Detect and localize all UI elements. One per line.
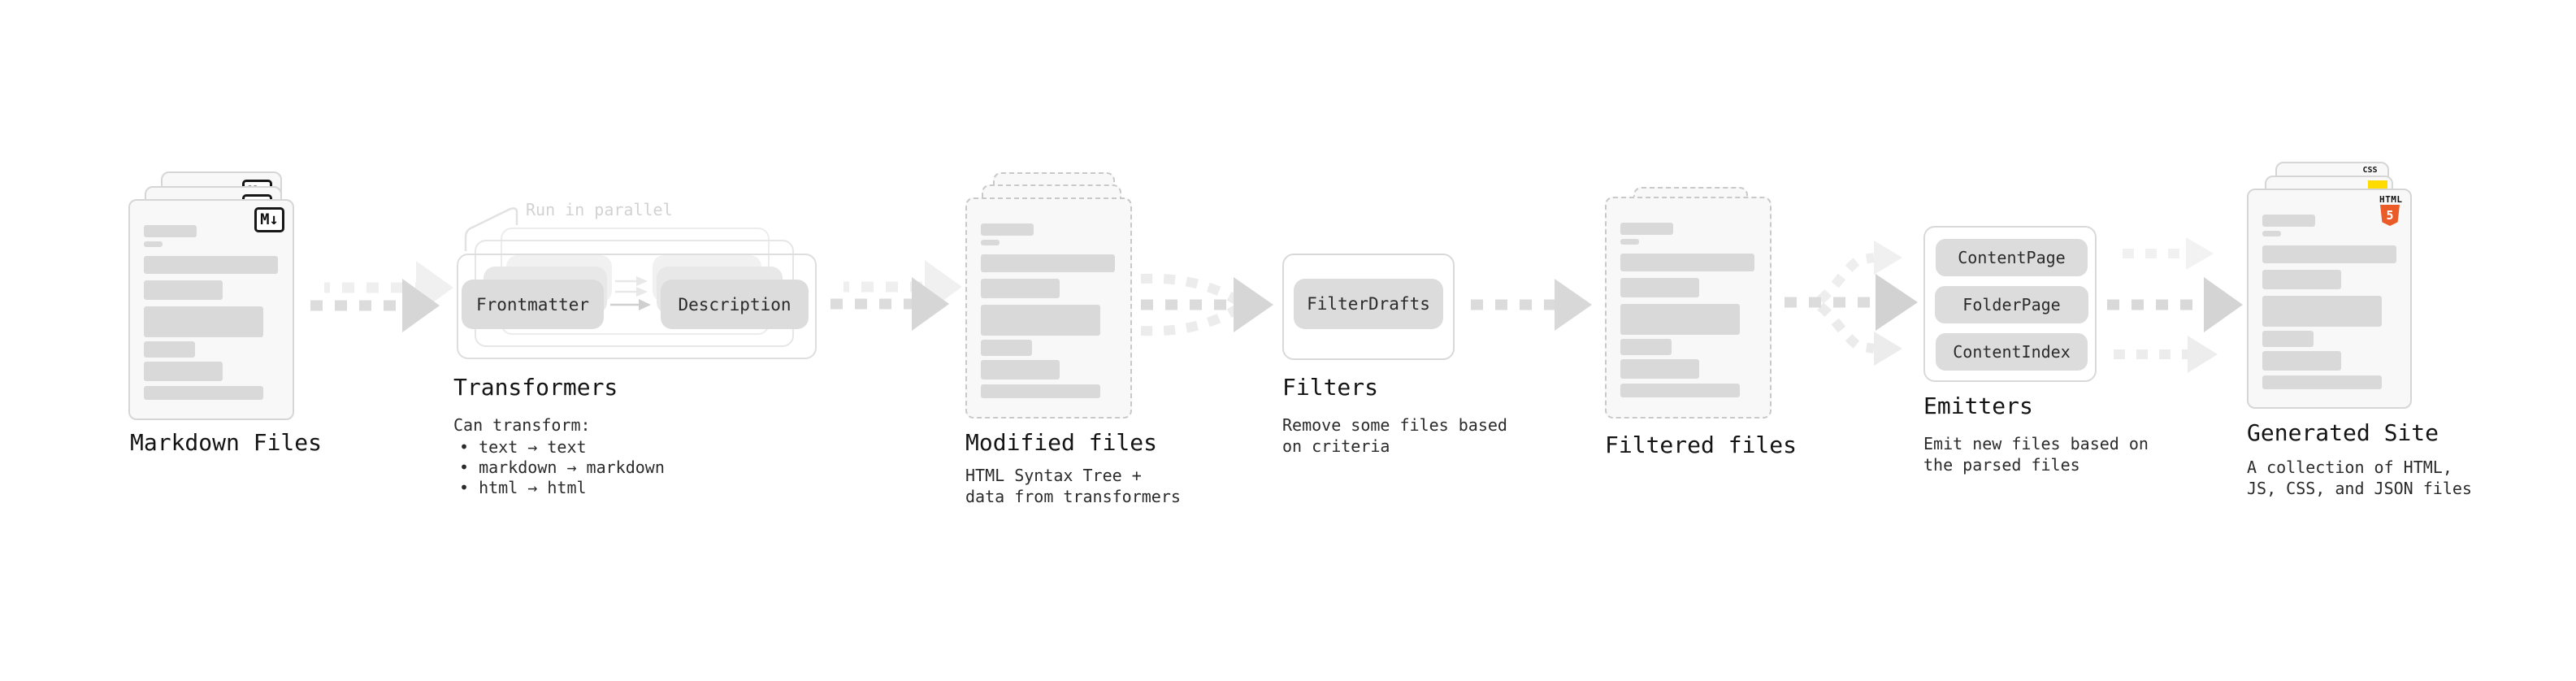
folderpage-pill: FolderPage bbox=[1935, 286, 2088, 323]
filters-box: FilterDrafts bbox=[1282, 254, 1455, 360]
modified-files-description: HTML Syntax Tree + data from transformer… bbox=[965, 466, 1181, 506]
arrow-filtered-to-emitters bbox=[1785, 241, 1918, 366]
skeleton-text-bar bbox=[981, 279, 1060, 298]
modified-files-label: Modified files bbox=[965, 429, 1158, 456]
skeleton-text-bar bbox=[1620, 278, 1699, 297]
skeleton-text-bar bbox=[981, 254, 1115, 272]
emitters-box: ContentPage FolderPage ContentIndex bbox=[1923, 226, 2097, 382]
generated-site-label: Generated Site bbox=[2247, 419, 2439, 446]
filtered-files-label: Filtered files bbox=[1605, 432, 1798, 458]
emitters-description: Emit new files based on the parsed files bbox=[1923, 434, 2149, 475]
generated-site-description: A collection of HTML, JS, CSS, and JSON … bbox=[2247, 458, 2472, 498]
skeleton-text-bar bbox=[1620, 339, 1672, 355]
frontmatter-pill: Frontmatter bbox=[462, 280, 604, 329]
skeleton-text-bar bbox=[2262, 351, 2341, 371]
skeleton-text-bar bbox=[144, 280, 223, 300]
skeleton-text-bar bbox=[144, 241, 163, 247]
transformers-label: Transformers bbox=[453, 374, 618, 401]
skeleton-text-bar bbox=[2262, 375, 2382, 389]
skeleton-text-bar bbox=[144, 386, 263, 400]
filters-label: Filters bbox=[1282, 374, 1379, 401]
skeleton-text-bar bbox=[144, 306, 263, 337]
document-card: HTML 5 bbox=[2247, 189, 2412, 409]
contentpage-pill: ContentPage bbox=[1936, 239, 2088, 276]
arrow-markdown-to-transformers bbox=[310, 261, 453, 332]
skeleton-text-bar bbox=[144, 362, 223, 381]
skeleton-text-bar bbox=[1620, 239, 1639, 245]
skeleton-text-bar bbox=[2262, 215, 2315, 227]
skeleton-text-bar bbox=[981, 360, 1060, 380]
skeleton-text-bar bbox=[1620, 359, 1699, 379]
skeleton-text-bar bbox=[981, 305, 1100, 336]
emitters-label: Emitters bbox=[1923, 393, 2033, 419]
description-pill: Description bbox=[661, 280, 809, 329]
skeleton-text-bar bbox=[1620, 254, 1754, 271]
skeleton-text-bar bbox=[981, 384, 1100, 398]
document-card: M↓ bbox=[128, 199, 294, 420]
arrows-emitters-to-generated bbox=[2107, 237, 2243, 373]
js-icon bbox=[2368, 180, 2387, 191]
skeleton-text-bar bbox=[1620, 384, 1740, 397]
contentindex-pill: ContentIndex bbox=[1936, 333, 2088, 371]
markdown-files-label: Markdown Files bbox=[130, 429, 323, 456]
transformer-box bbox=[457, 254, 817, 359]
transformers-bullet-list: text → text markdown → markdown html → h… bbox=[459, 437, 665, 498]
html5-icon: HTML 5 bbox=[2379, 195, 2402, 226]
skeleton-text-bar bbox=[981, 340, 1032, 356]
skeleton-text-bar bbox=[144, 256, 278, 274]
skeleton-text-bar bbox=[2262, 270, 2341, 289]
markdown-icon: M↓ bbox=[254, 207, 284, 232]
bullet-item: markdown → markdown bbox=[459, 458, 665, 478]
bullet-item: html → html bbox=[459, 478, 665, 498]
filterdrafts-pill: FilterDrafts bbox=[1294, 279, 1443, 329]
bullet-item: text → text bbox=[459, 437, 665, 458]
skeleton-text-bar bbox=[2262, 245, 2396, 263]
skeleton-text-bar bbox=[2262, 331, 2314, 347]
arrow-modified-to-filters bbox=[1140, 273, 1273, 336]
skeleton-text-bar bbox=[1620, 223, 1673, 235]
filters-description: Remove some files based on criteria bbox=[1282, 415, 1507, 456]
skeleton-text-bar bbox=[981, 240, 1000, 245]
document-card-dashed bbox=[965, 197, 1132, 419]
document-card-dashed bbox=[1605, 197, 1772, 419]
skeleton-text-bar bbox=[1620, 304, 1740, 335]
skeleton-text-bar bbox=[144, 225, 197, 237]
arrow-transformers-to-modified bbox=[830, 260, 962, 331]
skeleton-text-bar bbox=[981, 223, 1034, 236]
skeleton-text-bar bbox=[2262, 231, 2281, 236]
skeleton-text-bar bbox=[2262, 296, 2382, 327]
skeleton-text-bar bbox=[144, 341, 195, 358]
arrow-filters-to-filtered bbox=[1471, 279, 1592, 331]
transformers-description-title: Can transform: bbox=[453, 415, 591, 435]
run-in-parallel-note: Run in parallel bbox=[526, 200, 673, 219]
